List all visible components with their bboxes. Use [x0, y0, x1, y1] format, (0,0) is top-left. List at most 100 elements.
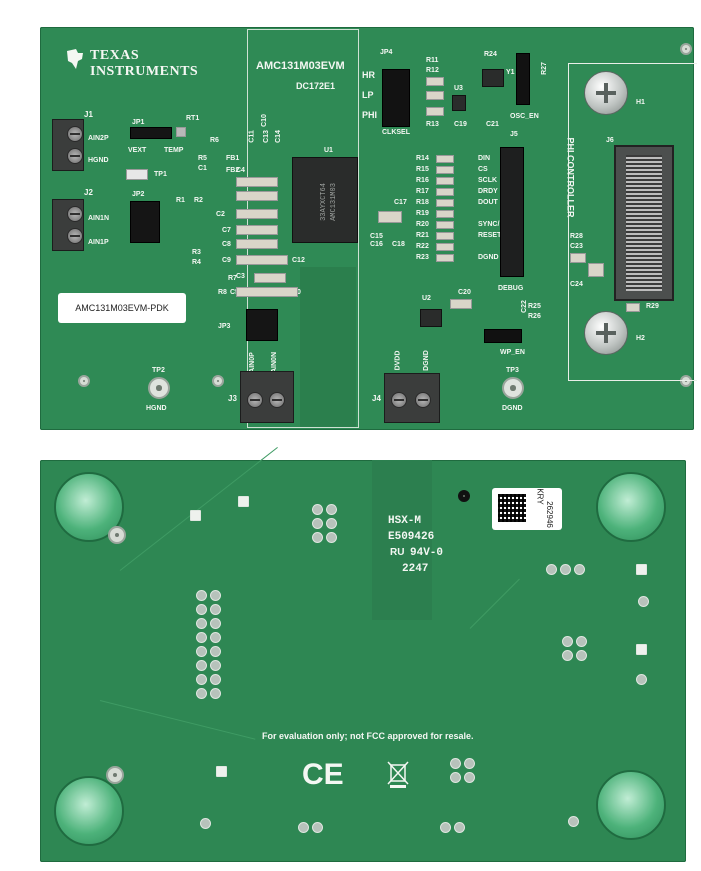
terminal-block-j2[interactable] [52, 199, 84, 251]
jumper-wp-en[interactable] [484, 329, 522, 343]
label-j4-dgnd: DGND [422, 350, 430, 371]
label-tp3: TP3 [506, 367, 519, 374]
jumper-jp4[interactable] [382, 69, 410, 127]
label-r19: R19 [416, 210, 429, 217]
label-ain1n: AIN1N [88, 215, 110, 222]
label-r5: R5 [198, 155, 207, 162]
fab-marking-2: E509426 [388, 531, 435, 543]
terminal-block-j1[interactable] [52, 119, 84, 171]
label-clksel: CLKSEL [382, 129, 410, 136]
component-bank [236, 191, 278, 201]
label-h1: H1 [636, 99, 645, 106]
label-j1: J1 [84, 110, 93, 119]
terminal-screw [247, 392, 263, 408]
component-r13 [426, 107, 444, 116]
via-pad [562, 636, 573, 647]
datamatrix-code: KRY 262946 [492, 488, 562, 530]
signal-dgnd: DGND [478, 254, 499, 261]
terminal-screw [67, 126, 83, 142]
via-pad [196, 632, 207, 643]
label-vext: VEXT [128, 147, 147, 154]
component-bank [236, 225, 278, 235]
terminal-block-j4[interactable] [384, 373, 440, 423]
label-jp4: JP4 [380, 49, 393, 56]
label-r14: R14 [416, 155, 429, 162]
jumper-osc-en[interactable] [516, 53, 530, 105]
label-r20: R20 [416, 221, 429, 228]
label-j2: J2 [84, 188, 93, 197]
via-pad [196, 688, 207, 699]
resistor-r15 [436, 166, 454, 174]
resistor-r17 [436, 188, 454, 196]
test-point-tp3[interactable] [502, 377, 524, 399]
label-r8: R8 [218, 289, 227, 296]
label-c14: C14 [274, 130, 282, 143]
test-point-tp2[interactable] [148, 377, 170, 399]
terminal-block-j3[interactable] [240, 371, 294, 423]
via-pad [196, 660, 207, 671]
label-j4: J4 [372, 394, 381, 403]
resistor-r20 [436, 221, 454, 229]
component-bank [236, 209, 278, 219]
via-pad [636, 564, 647, 575]
label-y1: Y1 [506, 69, 515, 76]
resistor-r19 [436, 210, 454, 218]
ic-u1: 33AYXCT64 AMC131M03 [292, 157, 358, 243]
label-c12: C12 [292, 257, 305, 264]
via-pad [216, 766, 227, 777]
label-u2: U2 [422, 295, 431, 302]
via-pad [574, 564, 585, 575]
label-c1: C1 [198, 165, 207, 172]
via-pad [312, 518, 323, 529]
board-name: AMC131M03EVM [256, 60, 345, 72]
via-pad [210, 660, 221, 671]
label-jp2: JP2 [132, 191, 145, 198]
label-j3-ain0p: AIN0P [248, 352, 256, 373]
label-c13: C13 [262, 130, 270, 143]
label-c18: C18 [392, 241, 405, 248]
ic-u1-marking-2: AMC131M03 [329, 183, 338, 221]
label-c22: C22 [520, 300, 528, 313]
via-pad [196, 674, 207, 685]
debug-header-j5[interactable] [500, 147, 524, 277]
phi-controller-outline [568, 63, 697, 381]
label-r22: R22 [416, 243, 429, 250]
via-pad [440, 822, 451, 833]
signal-cs: CS [478, 166, 488, 173]
board-code: DC172E1 [296, 81, 336, 91]
via-pad [326, 504, 337, 515]
screw-h1-icon [584, 71, 628, 115]
mount-hole [78, 375, 90, 387]
mount-hole [680, 43, 692, 55]
jumper-jp1[interactable] [130, 127, 172, 139]
via-pad [200, 818, 211, 829]
pcb-bottom-side: HSX-M E509426 RU 94V-0 2247 KRY 262946 F… [40, 446, 686, 862]
via-pad [312, 532, 323, 543]
label-c17: C17 [394, 199, 407, 206]
connector-slot [626, 155, 662, 291]
label-c24: C24 [570, 281, 583, 288]
rubber-foot-icon [596, 472, 666, 542]
label-c15: C15 [370, 233, 383, 240]
via-pad [464, 772, 475, 783]
label-lp: LP [362, 90, 374, 100]
via-pad [312, 504, 323, 515]
jumper-jp3[interactable] [246, 309, 278, 341]
fiducial [458, 490, 470, 502]
jumper-jp2[interactable] [130, 201, 160, 243]
label-j3-ain0n: AIN0N [271, 351, 279, 374]
connector-j6[interactable] [614, 145, 674, 301]
component-bank [236, 239, 278, 249]
label-c4: C4 [236, 167, 245, 174]
test-point-tp1[interactable] [126, 169, 148, 180]
label-r2: R2 [194, 197, 203, 204]
via-pad [464, 758, 475, 769]
label-r25: R25 [528, 303, 541, 310]
oscillator-y1 [482, 69, 504, 87]
label-r13: R13 [426, 121, 439, 128]
label-r26: R26 [528, 313, 541, 320]
fcc-notice: For evaluation only; not FCC approved fo… [262, 731, 474, 741]
label-r23: R23 [416, 254, 429, 261]
label-osc-en: OSC_EN [510, 113, 539, 120]
label-r18: R18 [416, 199, 429, 206]
